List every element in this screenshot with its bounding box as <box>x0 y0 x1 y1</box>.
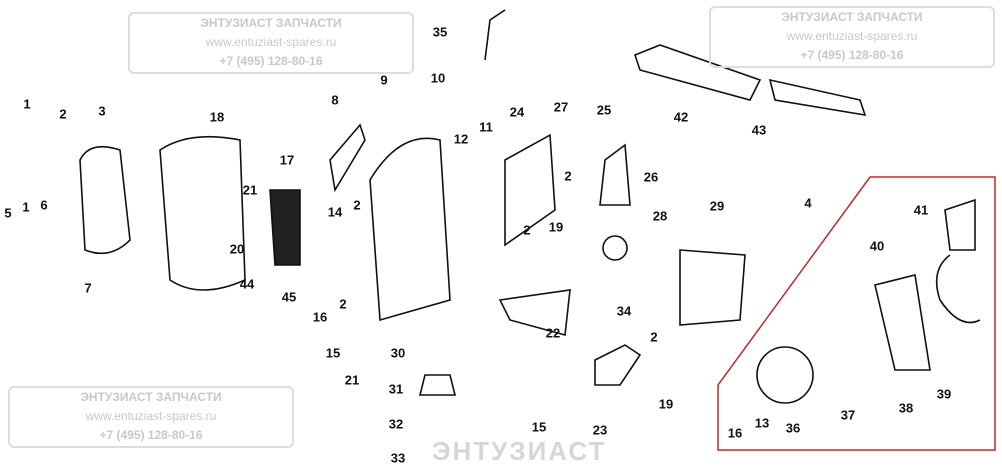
part-label: 27 <box>553 99 569 115</box>
part-41-handle <box>944 198 976 251</box>
part-label: 28 <box>652 208 668 224</box>
diagonal-watermark: ЭНТУЗИАСТ <box>432 436 607 466</box>
highlight-box <box>717 176 996 451</box>
part-label: 6 <box>40 197 48 213</box>
part-17-fan <box>269 189 301 266</box>
part-label: 15 <box>531 419 547 435</box>
part-29-tank <box>679 249 746 326</box>
part-label: 21 <box>242 182 258 198</box>
main-housing <box>369 137 451 322</box>
part-label: 40 <box>869 238 885 254</box>
part-22-duct <box>498 289 571 337</box>
part-label: 20 <box>229 241 245 257</box>
part-label: 10 <box>430 70 446 86</box>
part-label: 2 <box>523 222 531 238</box>
part-label: 45 <box>281 289 297 305</box>
part-34-cap <box>602 235 628 261</box>
part-label: 29 <box>709 198 725 214</box>
part-label: 38 <box>898 400 914 416</box>
part-label: 30 <box>390 345 406 361</box>
part-label: 2 <box>353 197 361 213</box>
part-label: 26 <box>643 169 659 185</box>
part-label: 35 <box>432 24 448 40</box>
part-label: 25 <box>596 102 612 118</box>
part-label: 33 <box>390 450 406 466</box>
part-label: 16 <box>312 309 328 325</box>
part-label: 3 <box>98 103 106 119</box>
part-label: 5 <box>4 205 12 221</box>
part-label: 23 <box>592 422 608 438</box>
part-label: 2 <box>564 168 572 184</box>
part-label: 36 <box>785 420 801 436</box>
part-label: 2 <box>650 329 658 345</box>
part-8-bracket <box>329 123 366 193</box>
part-3-recoil-cover <box>79 145 131 255</box>
part-36-pulley <box>756 346 814 404</box>
part-label: 44 <box>239 276 255 292</box>
part-label: 7 <box>84 280 92 296</box>
part-label: 1 <box>23 96 31 112</box>
part-24-cover <box>504 133 556 247</box>
part-label: 18 <box>209 109 225 125</box>
part-40-rope <box>935 254 981 324</box>
part-31-grip <box>418 374 457 396</box>
part-38-starter-housing <box>874 274 931 371</box>
part-label: 31 <box>388 381 404 397</box>
part-label: 16 <box>727 425 743 441</box>
part-label: 13 <box>754 415 770 431</box>
part-label: 41 <box>913 202 929 218</box>
part-label: 22 <box>545 325 561 341</box>
part-label: 24 <box>509 104 525 120</box>
part-label: 12 <box>453 131 469 147</box>
part-label: 37 <box>840 407 856 423</box>
part-23-elbow <box>594 344 642 386</box>
part-label: 32 <box>388 416 404 432</box>
part-label: 2 <box>59 106 67 122</box>
part-42-tube <box>634 44 762 101</box>
part-label: 17 <box>279 152 295 168</box>
part-label: 39 <box>936 386 952 402</box>
part-label: 1 <box>22 199 30 215</box>
part-label: 11 <box>479 119 493 135</box>
part-label: 8 <box>331 92 339 108</box>
part-label: 34 <box>616 303 632 319</box>
part-label: 2 <box>339 296 347 312</box>
part-label: 4 <box>804 195 812 211</box>
part-label: 19 <box>548 219 564 235</box>
part-label: 43 <box>751 122 767 138</box>
part-label: 15 <box>325 345 341 361</box>
part-18-housing <box>159 135 246 291</box>
part-label: 14 <box>327 204 343 220</box>
part-43-nozzle <box>768 78 867 117</box>
part-25-guard <box>599 143 631 206</box>
part-35-cable <box>484 9 506 61</box>
part-label: 19 <box>658 396 674 412</box>
part-label: 9 <box>380 72 388 88</box>
part-label: 21 <box>344 372 360 388</box>
part-label: 42 <box>673 109 689 125</box>
